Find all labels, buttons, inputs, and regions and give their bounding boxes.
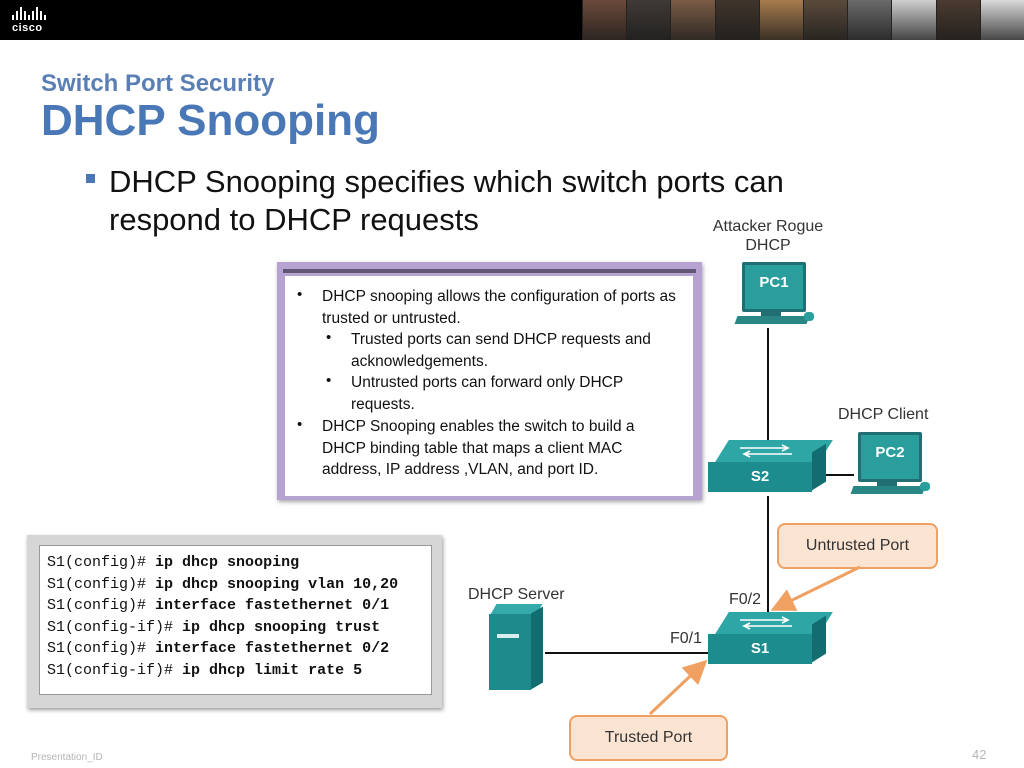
command-line: S1(config)# ip dhcp snooping: [47, 554, 299, 571]
info-item: Untrusted ports can forward only DHCP re…: [351, 374, 623, 413]
switch-s2-front: S2: [708, 462, 812, 492]
info-item: Trusted ports can send DHCP requests and…: [351, 331, 651, 370]
section-title: Switch Port Security: [41, 70, 275, 97]
dhcp-client-label: DHCP Client: [838, 406, 929, 423]
cisco-logo-text: cisco: [12, 22, 43, 34]
pc1-device[interactable]: PC1: [734, 262, 816, 328]
header-photo: [847, 0, 892, 40]
server-drive-slot: [497, 634, 519, 638]
info-box: • DHCP snooping allows the configuration…: [277, 262, 702, 500]
header-photo: [582, 0, 627, 40]
server-side: [531, 606, 543, 690]
command-prompt: S1(config)#: [47, 597, 147, 614]
command-line: S1(config)# interface fastethernet 0/2: [47, 640, 389, 657]
link-pc1-s2: [767, 328, 769, 440]
pc1-stand: [761, 310, 781, 316]
command-line: S1(config-if)# ip dhcp snooping trust: [47, 619, 380, 636]
command-prompt: S1(config-if)#: [47, 661, 174, 679]
switch-s1-label: S1: [750, 640, 770, 657]
pc1-mouse-icon: [804, 312, 814, 321]
presentation-id: Presentation_ID: [31, 752, 103, 763]
command-text: interface fastethernet 0/2: [155, 640, 390, 657]
page-number: 42: [972, 747, 987, 762]
switch-s1-side: [812, 615, 826, 663]
switch-s1-front: S1: [708, 634, 812, 664]
attacker-label-line1: Attacker Rogue: [712, 218, 824, 235]
pc1-monitor: PC1: [742, 262, 806, 312]
cisco-logo-icon: [12, 6, 72, 20]
dhcp-server-label: DHCP Server: [468, 586, 565, 603]
command-prompt: S1(config)#: [47, 640, 147, 657]
pc2-label: PC2: [875, 444, 905, 461]
header-photo: [626, 0, 671, 40]
attacker-label-line2: DHCP: [745, 237, 791, 254]
command-prompt: S1(config)#: [47, 554, 147, 571]
link-server-s1: [545, 652, 709, 654]
switch-arrows-icon: [740, 616, 792, 630]
pc2-stand: [877, 480, 897, 486]
switch-s1[interactable]: S1: [708, 612, 833, 668]
command-prompt: S1(config-if)#: [47, 618, 174, 636]
attacker-label: Attacker Rogue DHCP: [700, 217, 836, 255]
bullet-dot: •: [326, 372, 332, 389]
header-photo: [670, 0, 715, 40]
switch-s2-side: [812, 443, 826, 491]
info-item: DHCP snooping allows the configuration o…: [322, 288, 676, 327]
port-f0-2-label: F0/2: [729, 591, 762, 608]
switch-s2-label: S2: [750, 468, 770, 485]
command-prompt: S1(config)#: [47, 575, 147, 593]
server-body: [489, 614, 531, 690]
switch-arrows-icon: [740, 444, 792, 458]
info-box-header-bar: [283, 269, 696, 273]
command-text: ip dhcp snooping trust: [182, 618, 381, 636]
command-text: ip dhcp snooping: [155, 554, 300, 571]
pc1-keyboard: [734, 316, 810, 324]
command-text: ip dhcp limit rate 5: [182, 661, 363, 679]
pc1-label: PC1: [759, 274, 789, 291]
pc2-monitor: PC2: [858, 432, 922, 482]
port-f0-1-label: F0/1: [670, 630, 703, 647]
pc2-mouse-icon: [920, 482, 930, 491]
pc2-device[interactable]: PC2: [850, 432, 932, 498]
bullet-dot: •: [297, 286, 303, 303]
command-line: S1(config-if)# ip dhcp limit rate 5: [47, 662, 362, 679]
page-title: DHCP Snooping: [41, 96, 380, 145]
info-box-content: • DHCP snooping allows the configuration…: [285, 276, 693, 496]
untrusted-port-callout: Untrusted Port: [777, 523, 938, 569]
bullet-dot: •: [326, 329, 332, 346]
link-s2-pc2: [822, 474, 854, 476]
header-photo: [979, 0, 1024, 40]
link-s2-s1: [767, 496, 769, 614]
untrusted-arrow-icon: [770, 565, 861, 611]
trusted-port-callout: Trusted Port: [569, 715, 728, 761]
header-photo: [935, 0, 980, 40]
command-line: S1(config)# ip dhcp snooping vlan 10,20: [47, 576, 398, 593]
header-photo: [803, 0, 848, 40]
command-text: interface fastethernet 0/1: [155, 597, 390, 614]
header-photo-strip: [582, 0, 1024, 40]
bullet-square-icon: [86, 174, 95, 183]
command-text: ip dhcp snooping vlan 10,20: [155, 575, 399, 593]
switch-s2[interactable]: S2: [708, 440, 833, 496]
bullet-dot: •: [297, 416, 303, 433]
cisco-logo: cisco: [12, 6, 72, 34]
pc2-keyboard: [850, 486, 926, 494]
info-item: DHCP Snooping enables the switch to buil…: [322, 418, 635, 479]
header-bar: cisco: [0, 0, 1024, 40]
trusted-arrow-icon: [648, 659, 708, 716]
command-line: S1(config)# interface fastethernet 0/1: [47, 597, 389, 614]
header-photo: [891, 0, 936, 40]
dhcp-server-device[interactable]: [489, 604, 547, 694]
main-bullet-text: DHCP Snooping specifies which switch por…: [109, 164, 784, 237]
header-photo: [758, 0, 804, 40]
header-photo: [714, 0, 759, 40]
